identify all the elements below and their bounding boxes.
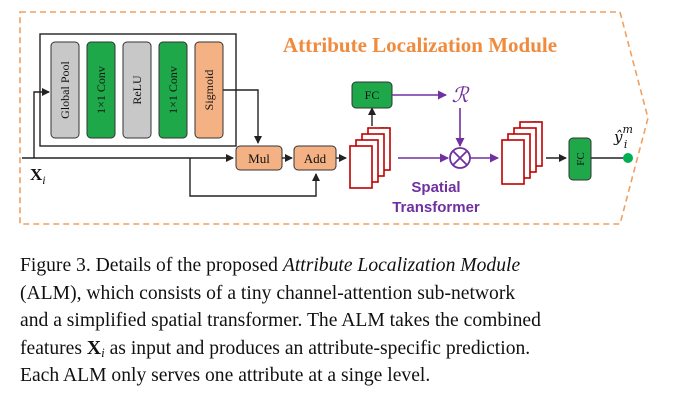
spatial-transformer-label-1: Spatial [411, 179, 460, 196]
sigmoid-to-mul-arrow [223, 89, 262, 144]
input-to-pool-arrow [33, 88, 50, 158]
svg-text:1×1 Conv: 1×1 Conv [166, 66, 180, 114]
svg-text:Global Pool: Global Pool [58, 61, 72, 119]
alm-diagram: Attribute Localization Module Global Poo… [19, 11, 649, 225]
caption-text-1: Details of the proposed [95, 255, 278, 276]
svg-text:Sigmoid: Sigmoid [202, 70, 216, 111]
output-dot [623, 153, 633, 163]
caption-text-2: (ALM), which consists of a tiny channel-… [20, 282, 516, 304]
caption-text-4a: features [20, 337, 83, 359]
svg-text:Mul: Mul [248, 151, 270, 166]
caption-fig-label: Figure 3. [20, 255, 91, 276]
svg-text:FC: FC [575, 152, 587, 165]
conv2-block: 1×1 Conv [158, 41, 188, 139]
r-symbol: ℛ [452, 83, 470, 107]
add-block: Add [293, 145, 337, 171]
figure-caption: Figure 3. Details of the proposed Attrib… [20, 252, 660, 390]
caption-features-sub: i [101, 344, 105, 360]
mul-block: Mul [235, 145, 283, 171]
feature-stack-2 [501, 121, 543, 185]
svg-text:FC: FC [365, 88, 380, 102]
conv1-block: 1×1 Conv [86, 41, 116, 139]
caption-text-3: and a simplified spatial transformer. Th… [20, 310, 541, 331]
fc-right-block: FC [568, 137, 592, 181]
caption-alm-name: Attribute Localization Module [282, 255, 521, 276]
caption-text-4b: as input and produces an attribute-speci… [109, 337, 531, 359]
fc-top-block: FC [351, 81, 393, 109]
skip-to-add-arrow [189, 158, 320, 197]
svg-text:Add: Add [304, 151, 327, 166]
spatial-transformer-label-2: Transformer [392, 199, 480, 216]
stack1-dots: ... [380, 120, 388, 130]
module-boundary [19, 11, 649, 225]
module-title: Attribute Localization Module [283, 33, 557, 57]
feature-stack-1 [349, 127, 391, 189]
sigmoid-block: Sigmoid [194, 41, 224, 139]
caption-features-symbol: X [86, 337, 102, 359]
input-label: Xi [30, 165, 46, 187]
multiply-operator [449, 147, 471, 169]
stack2-dots: ... [532, 114, 540, 124]
caption-text-5: Each ALM only serves one attribute at a … [20, 365, 431, 386]
global-pool-block: Global Pool [50, 41, 80, 139]
svg-text:1×1 Conv: 1×1 Conv [94, 66, 108, 114]
svg-text:ReLU: ReLU [130, 75, 144, 105]
relu-block: ReLU [122, 41, 152, 139]
